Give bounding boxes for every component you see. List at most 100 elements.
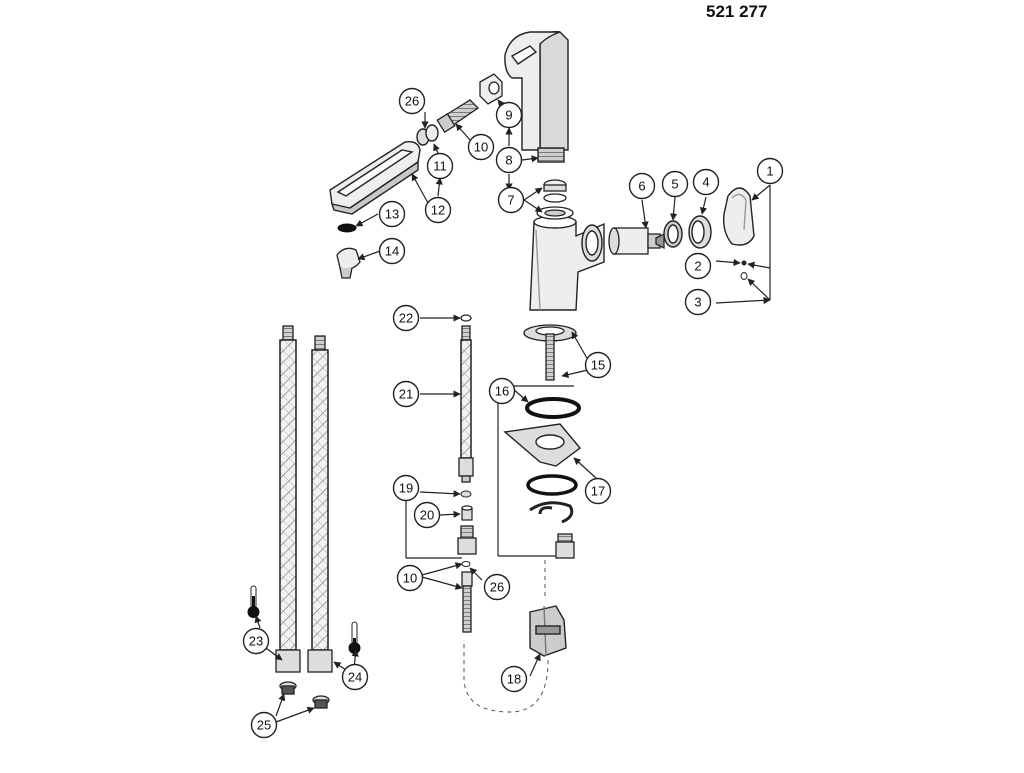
connector-part [479, 73, 503, 105]
callout-label: 21 [399, 387, 413, 402]
callout-1: 1 [756, 157, 784, 185]
callout-13: 13 [378, 200, 406, 228]
callout-label: 26 [405, 94, 419, 109]
callout-circle [661, 170, 689, 198]
threaded-rod-top [436, 99, 480, 134]
assembly-guide-line [463, 560, 549, 713]
o-ring-16 [525, 397, 581, 419]
callout-group: 1234567891011121314151617181920102122232… [242, 87, 784, 739]
callout-circle [500, 665, 528, 693]
callout-circle [684, 252, 712, 280]
callout-label: 17 [591, 484, 605, 499]
lever-handle [329, 140, 421, 215]
callout-17: 17 [584, 477, 612, 505]
retaining-clip [529, 501, 574, 524]
callout-label: 23 [249, 634, 263, 649]
flange-plate-17 [503, 423, 582, 467]
callout-circle [413, 501, 441, 529]
callout-circle [378, 200, 406, 228]
callout-21: 21 [392, 380, 420, 408]
callout-9: 9 [495, 101, 523, 129]
callout-25: 25 [250, 711, 278, 739]
washer-13 [337, 223, 357, 233]
callout-circle [396, 564, 424, 592]
callout-circle [684, 288, 712, 316]
callout-22: 22 [392, 304, 420, 332]
cap-3 [740, 272, 748, 280]
cover-4 [688, 215, 712, 249]
mounting-stud-15 [523, 324, 577, 381]
callout-26a: 26 [398, 87, 426, 115]
thermometer-hot-icon [247, 585, 260, 618]
callout-circle [495, 146, 523, 174]
callout-circle [488, 377, 516, 405]
callout-label: 10 [403, 571, 417, 586]
callout-label: 25 [257, 718, 271, 733]
callout-26b: 26 [483, 573, 511, 601]
callout-4: 4 [692, 168, 720, 196]
callout-label: 22 [399, 311, 413, 326]
callout-label: 26 [490, 580, 504, 595]
callout-10b: 10 [396, 564, 424, 592]
callout-19: 19 [392, 474, 420, 502]
callout-label: 11 [433, 159, 447, 174]
callout-circle [398, 87, 426, 115]
callout-circle [242, 627, 270, 655]
callout-circle [392, 380, 420, 408]
nut-small-lower [555, 533, 575, 559]
supply-hose-cold [307, 335, 333, 673]
callout-15: 15 [584, 351, 612, 379]
nut-5 [663, 220, 683, 248]
callout-circle [341, 663, 369, 691]
callout-circle [483, 573, 511, 601]
plug-14 [336, 247, 361, 279]
callout-8: 8 [495, 146, 523, 174]
callout-10a: 10 [467, 133, 495, 161]
callout-label: 10 [474, 140, 488, 155]
callout-24: 24 [341, 663, 369, 691]
threaded-rod-lower [461, 571, 473, 633]
callout-6: 6 [628, 172, 656, 200]
callout-label: 5 [671, 177, 678, 192]
callout-label: 24 [348, 670, 362, 685]
callout-label: 18 [507, 672, 521, 687]
callout-label: 16 [495, 384, 509, 399]
callout-label: 12 [431, 203, 445, 218]
callout-circle [628, 172, 656, 200]
callout-label: 3 [694, 295, 701, 310]
thermometer-cold-icon [348, 621, 361, 654]
callout-circle [426, 152, 454, 180]
callout-16: 16 [488, 377, 516, 405]
callout-circle [692, 168, 720, 196]
cartridge-6 [608, 227, 665, 255]
callout-circle [467, 133, 495, 161]
supply-hose-hot [275, 325, 301, 673]
leader-lines [254, 99, 771, 723]
callout-12: 12 [424, 196, 452, 224]
gasket-25-right [312, 695, 330, 709]
washer-19 [460, 490, 472, 498]
callout-circle [495, 101, 523, 129]
callout-label: 4 [702, 175, 709, 190]
fixing-nut-18 [529, 605, 567, 657]
callout-5: 5 [661, 170, 689, 198]
callout-label: 2 [694, 259, 701, 274]
screw-2 [741, 260, 747, 266]
callout-circle [584, 477, 612, 505]
callout-circle [392, 304, 420, 332]
washer-26 [461, 561, 471, 567]
callout-2: 2 [684, 252, 712, 280]
callout-label: 1 [766, 164, 773, 179]
callout-20: 20 [413, 501, 441, 529]
callout-14: 14 [378, 237, 406, 265]
callout-circle [392, 474, 420, 502]
callout-circle [424, 196, 452, 224]
callout-label: 20 [420, 508, 434, 523]
callout-circle [250, 711, 278, 739]
part-number: 521 277 [706, 2, 768, 21]
callout-circle [378, 237, 406, 265]
callout-label: 13 [385, 207, 399, 222]
sleeve-part [416, 124, 439, 146]
